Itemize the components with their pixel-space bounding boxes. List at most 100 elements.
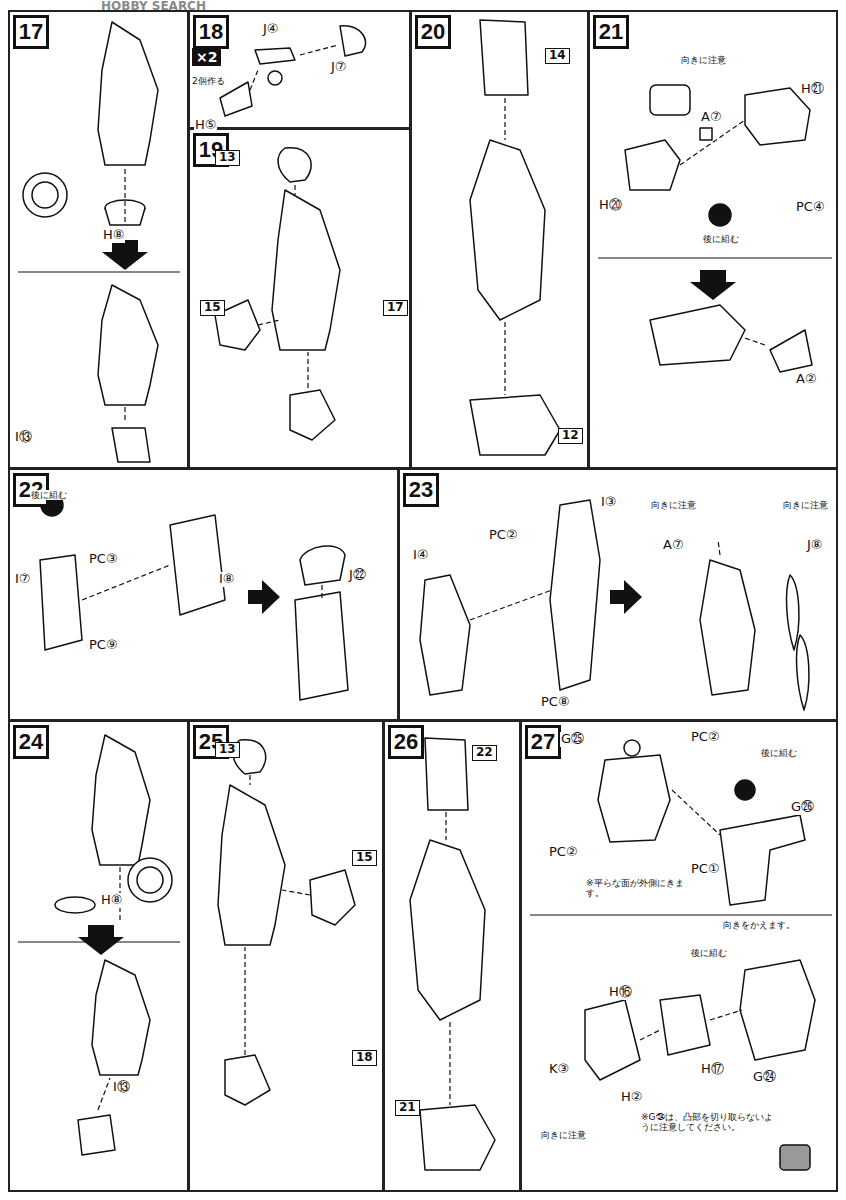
- quantity-mark: ×2: [192, 48, 221, 66]
- step-reference: 22: [472, 745, 497, 761]
- thigh-part: [425, 738, 468, 810]
- side-armor: [310, 870, 355, 925]
- note-text: 後に組む: [690, 948, 728, 958]
- lower-leg: [98, 22, 158, 165]
- leg-assembly: [410, 840, 485, 1020]
- step-reference: 12: [558, 428, 583, 444]
- part-number: I⑬: [14, 430, 33, 445]
- shin-part: [420, 575, 470, 695]
- step-panel: 22: [8, 468, 399, 721]
- frame-part: [170, 515, 225, 615]
- waist-assembly: [740, 960, 815, 1060]
- lower-leg: [92, 960, 150, 1075]
- note-text: ※G㉔は、凸部を切り取らないように注意してください。: [640, 1112, 777, 1133]
- step-number: 26: [388, 725, 424, 759]
- caution-note: 向きに注意: [782, 500, 829, 510]
- step-panel: 24: [8, 720, 189, 1192]
- hip-assembly: [650, 305, 745, 365]
- step-number: 18: [193, 15, 229, 49]
- step-panel: 20: [410, 10, 589, 469]
- note-text: 後に組む: [702, 234, 740, 244]
- detail-view: [780, 1145, 810, 1170]
- step-panel: 23: [398, 468, 838, 721]
- skirt-part: [660, 995, 710, 1055]
- cover-part: [770, 330, 812, 372]
- step-number: 20: [415, 15, 451, 49]
- part-number: A⑦: [700, 110, 723, 125]
- small-part: [700, 128, 712, 140]
- step-arrow: [248, 580, 280, 614]
- step-arrow: [690, 270, 736, 300]
- part-number: G㉖: [790, 800, 815, 815]
- ankle-part: [225, 1055, 270, 1105]
- clear-part: [787, 575, 799, 650]
- knee-part: [278, 148, 311, 182]
- part-number: H㉑: [800, 82, 825, 97]
- later-mark: [735, 780, 755, 800]
- foot-part: [112, 428, 150, 462]
- part-number: J⑦: [330, 60, 348, 75]
- step-panel: 26: [383, 720, 521, 1192]
- step-number: 23: [403, 473, 439, 507]
- part-number: I⑬: [112, 1080, 131, 1095]
- part-number: PC②: [548, 845, 579, 860]
- step-reference: 18: [352, 1050, 377, 1066]
- shin-assembly: [295, 592, 348, 700]
- part-number: H⑰: [700, 1062, 725, 1077]
- detail-view: [137, 867, 163, 893]
- part-number: H⑤: [194, 118, 217, 133]
- foot-part: [470, 395, 560, 455]
- note-text: 後に組む: [760, 748, 798, 758]
- part-number: J㉒: [348, 568, 367, 583]
- part-number: A②: [795, 372, 818, 387]
- cap-part: [300, 546, 345, 585]
- step-reference: 15: [352, 850, 377, 866]
- detail-view: [650, 85, 690, 115]
- part-number: J⑧: [806, 538, 824, 553]
- step-number: 21: [593, 15, 629, 49]
- lower-leg: [218, 785, 285, 945]
- part-number: PC④: [795, 200, 826, 215]
- note-text: 向きをかえます。: [722, 920, 796, 930]
- lower-leg: [92, 735, 150, 865]
- foot-part: [420, 1105, 495, 1170]
- waist-part: [720, 815, 805, 905]
- shin-assembly: [700, 560, 755, 695]
- joint-part: [268, 71, 282, 85]
- part-number: G㉕: [560, 732, 585, 747]
- ankle-part: [290, 390, 335, 440]
- skirt-part: [585, 1000, 640, 1080]
- part-number: I④: [412, 548, 430, 563]
- later-mark: [709, 204, 731, 226]
- part-number: PC②: [690, 730, 721, 745]
- waist-frame: [598, 755, 670, 842]
- step-reference: 14: [545, 48, 570, 64]
- joint-part: [255, 48, 295, 64]
- clear-part: [797, 635, 809, 710]
- step-panel: 18: [188, 10, 411, 129]
- part-number: PC⑨: [88, 638, 119, 653]
- part-number: H⑯: [608, 985, 633, 1000]
- part-number: I③: [600, 495, 618, 510]
- part-number: PC③: [88, 552, 119, 567]
- step-reference: 21: [395, 1100, 420, 1116]
- leg-assembly: [470, 140, 545, 320]
- part-number: I⑧: [218, 572, 236, 587]
- caution-note: 向きに注意: [540, 1130, 587, 1140]
- part-number: H⑳: [598, 198, 623, 213]
- step-number: 27: [525, 725, 561, 759]
- thigh-part: [480, 20, 528, 95]
- detail-view: [23, 173, 67, 217]
- hip-part: [625, 140, 680, 190]
- step-panel: 25: [188, 720, 384, 1192]
- step-number: 17: [13, 15, 49, 49]
- step-reference: 17: [383, 300, 408, 316]
- part-number: PC⑧: [540, 695, 571, 710]
- step-number: 24: [13, 725, 49, 759]
- step-arrow: [78, 925, 124, 955]
- step-panel: 19: [188, 128, 411, 469]
- note-text: 後に組む: [30, 490, 68, 500]
- note-text: 2個作る: [191, 76, 226, 86]
- part-number: K③: [548, 1062, 570, 1077]
